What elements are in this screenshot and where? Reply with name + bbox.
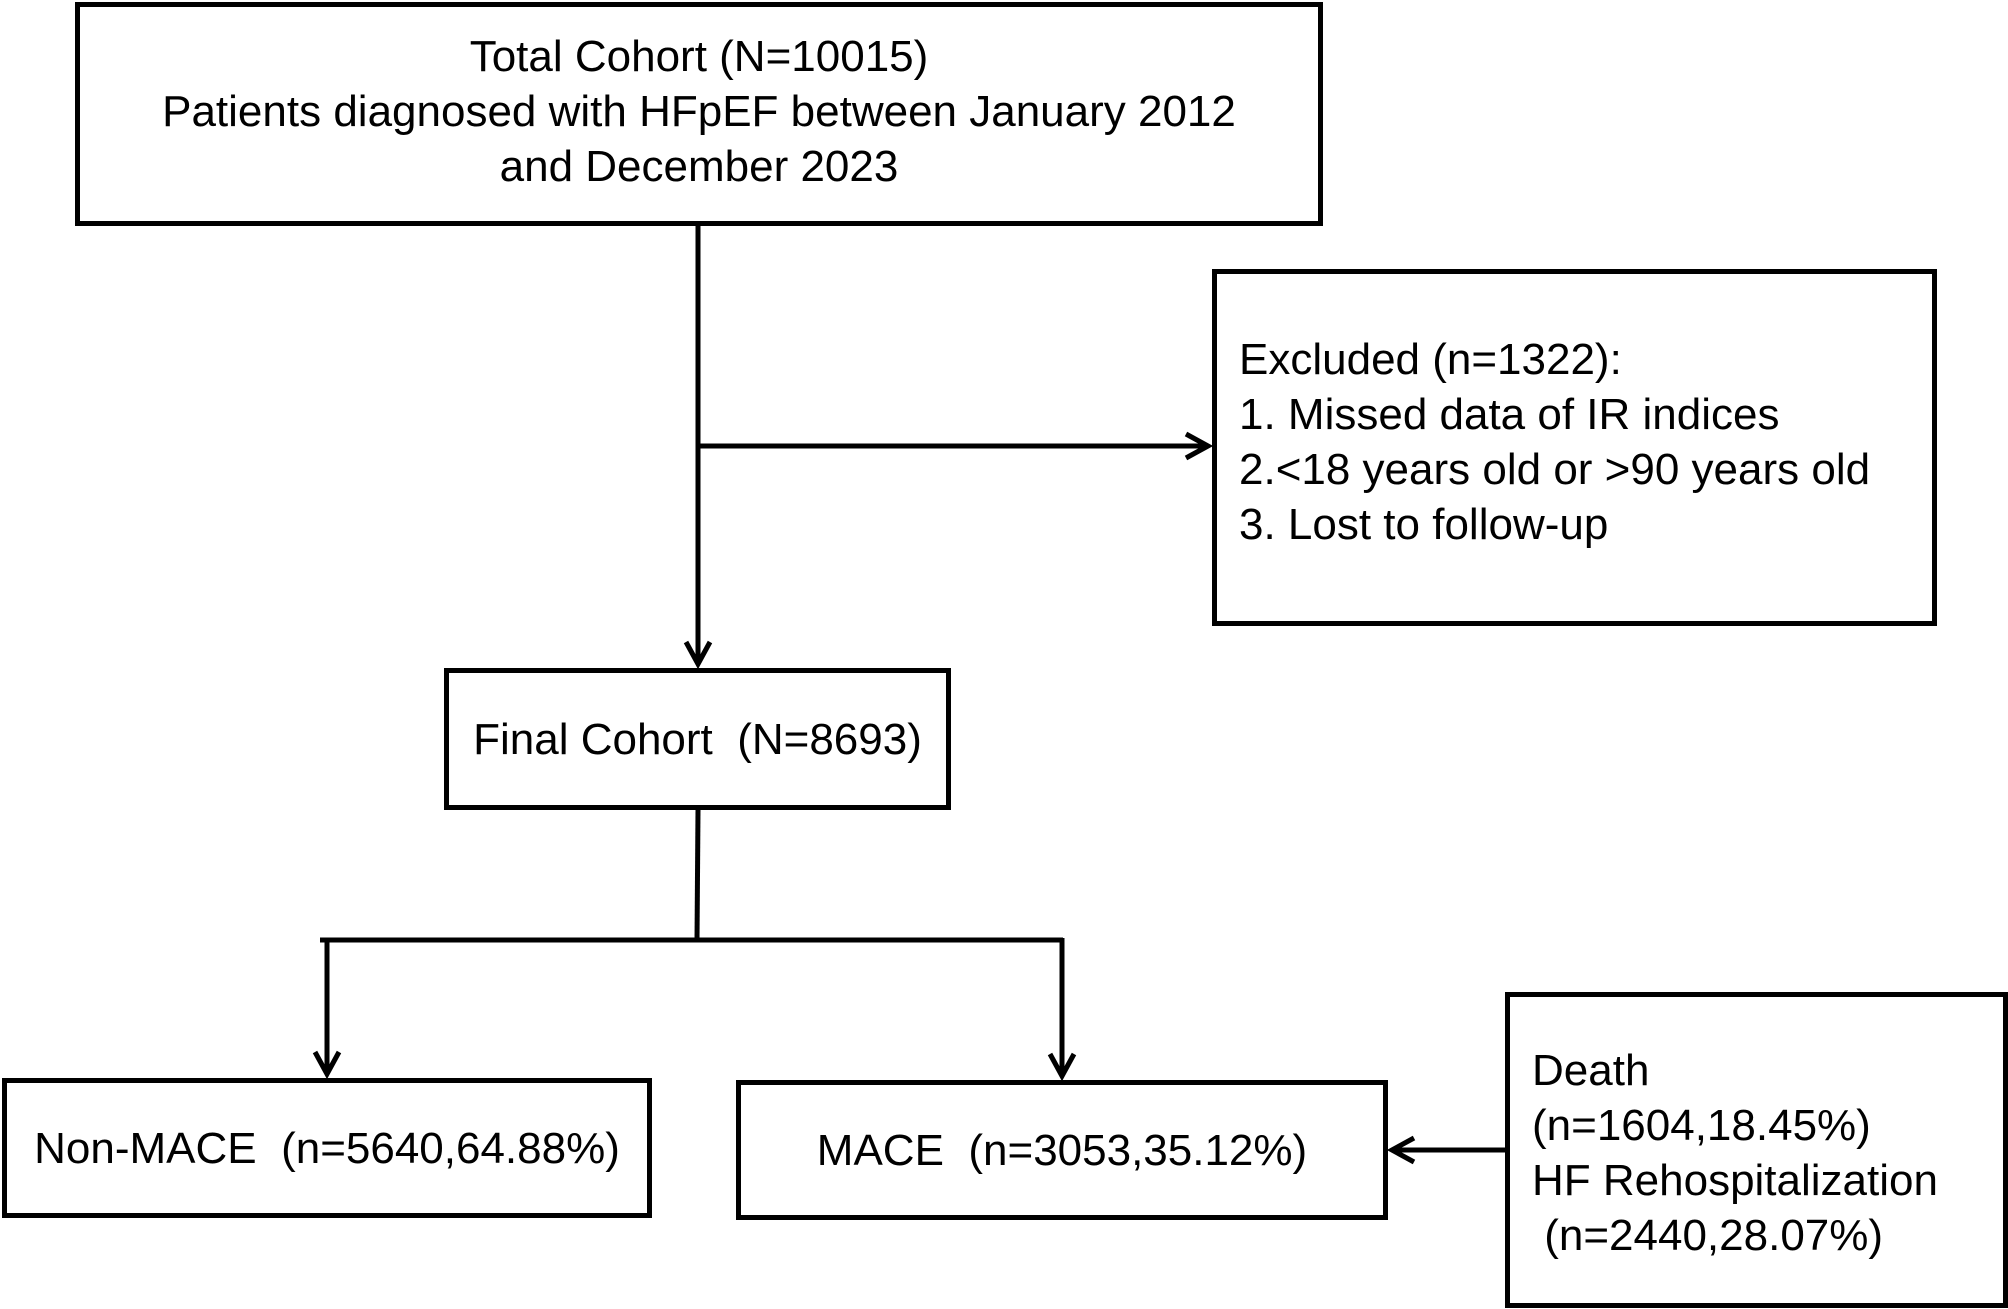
excluded-reason-2: 2.<18 years old or >90 years old [1239,444,1871,494]
final-cohort-label: Final Cohort (N=8693) [473,714,922,764]
death-label: Death [1532,1046,1650,1095]
total-cohort-box: Total Cohort (N=10015) Patients diagnose… [75,2,1323,226]
hf-rehospitalization-count: (n=2440,28.07%) [1532,1211,1884,1260]
total-cohort-date-range: and December 2023 [499,141,899,191]
excluded-reason-1: 1. Missed data of IR indices [1239,389,1780,439]
arrowhead-mace [1047,1052,1077,1082]
death-count: (n=1604,18.45%) [1532,1101,1871,1150]
arrowhead-excluded [1184,431,1214,461]
connector-final-down [694,809,701,941]
total-cohort-description: Patients diagnosed with HFpEF between Ja… [162,86,1236,136]
mace-box: MACE (n=3053,35.12%) [736,1080,1388,1220]
total-cohort-title: Total Cohort (N=10015) [469,31,929,81]
excluded-box: Excluded (n=1322): 1. Missed data of IR … [1212,269,1937,626]
final-cohort-box: Final Cohort (N=8693) [444,668,951,810]
non-mace-label: Non-MACE (n=5640,64.88%) [34,1123,620,1173]
non-mace-box: Non-MACE (n=5640,64.88%) [2,1078,652,1218]
excluded-title: Excluded (n=1322): [1239,334,1622,384]
arrowhead-final-cohort [683,640,713,670]
arrowhead-non-mace [312,1050,342,1080]
excluded-reason-3: 3. Lost to follow-up [1239,499,1609,549]
mace-components-box: Death (n=1604,18.45%) HF Rehospitalizati… [1505,992,2008,1308]
hf-rehospitalization-label: HF Rehospitalization [1532,1156,1938,1205]
mace-label: MACE (n=3053,35.12%) [816,1125,1308,1175]
arrowhead-mace-from-outcomes [1386,1135,1416,1165]
